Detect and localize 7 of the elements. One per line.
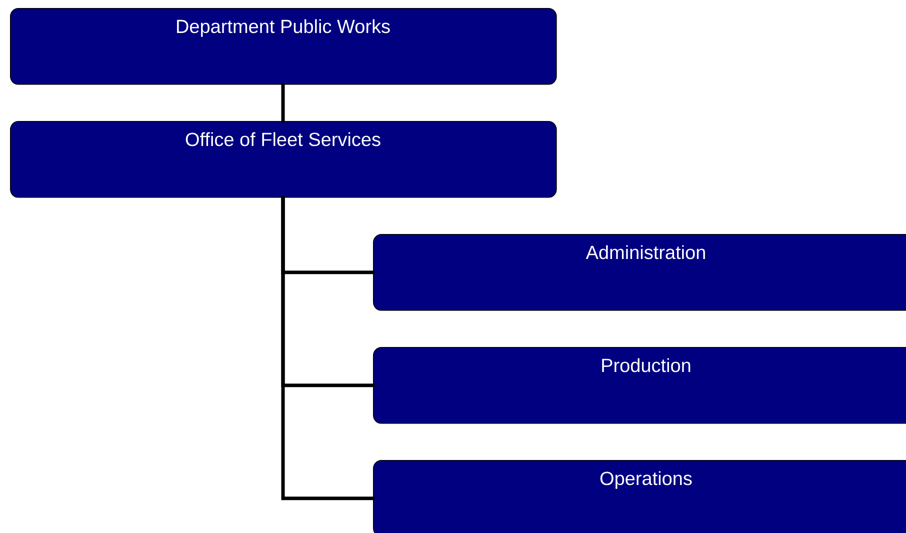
- org-box: Department Public Works: [10, 8, 557, 85]
- org-box: Production: [373, 347, 906, 424]
- org-box: Administration: [373, 234, 906, 311]
- connector-line: [281, 83, 285, 123]
- connector-line: [281, 196, 375, 500]
- org-box: Office of Fleet Services: [10, 121, 557, 198]
- org-box: Operations: [373, 460, 906, 533]
